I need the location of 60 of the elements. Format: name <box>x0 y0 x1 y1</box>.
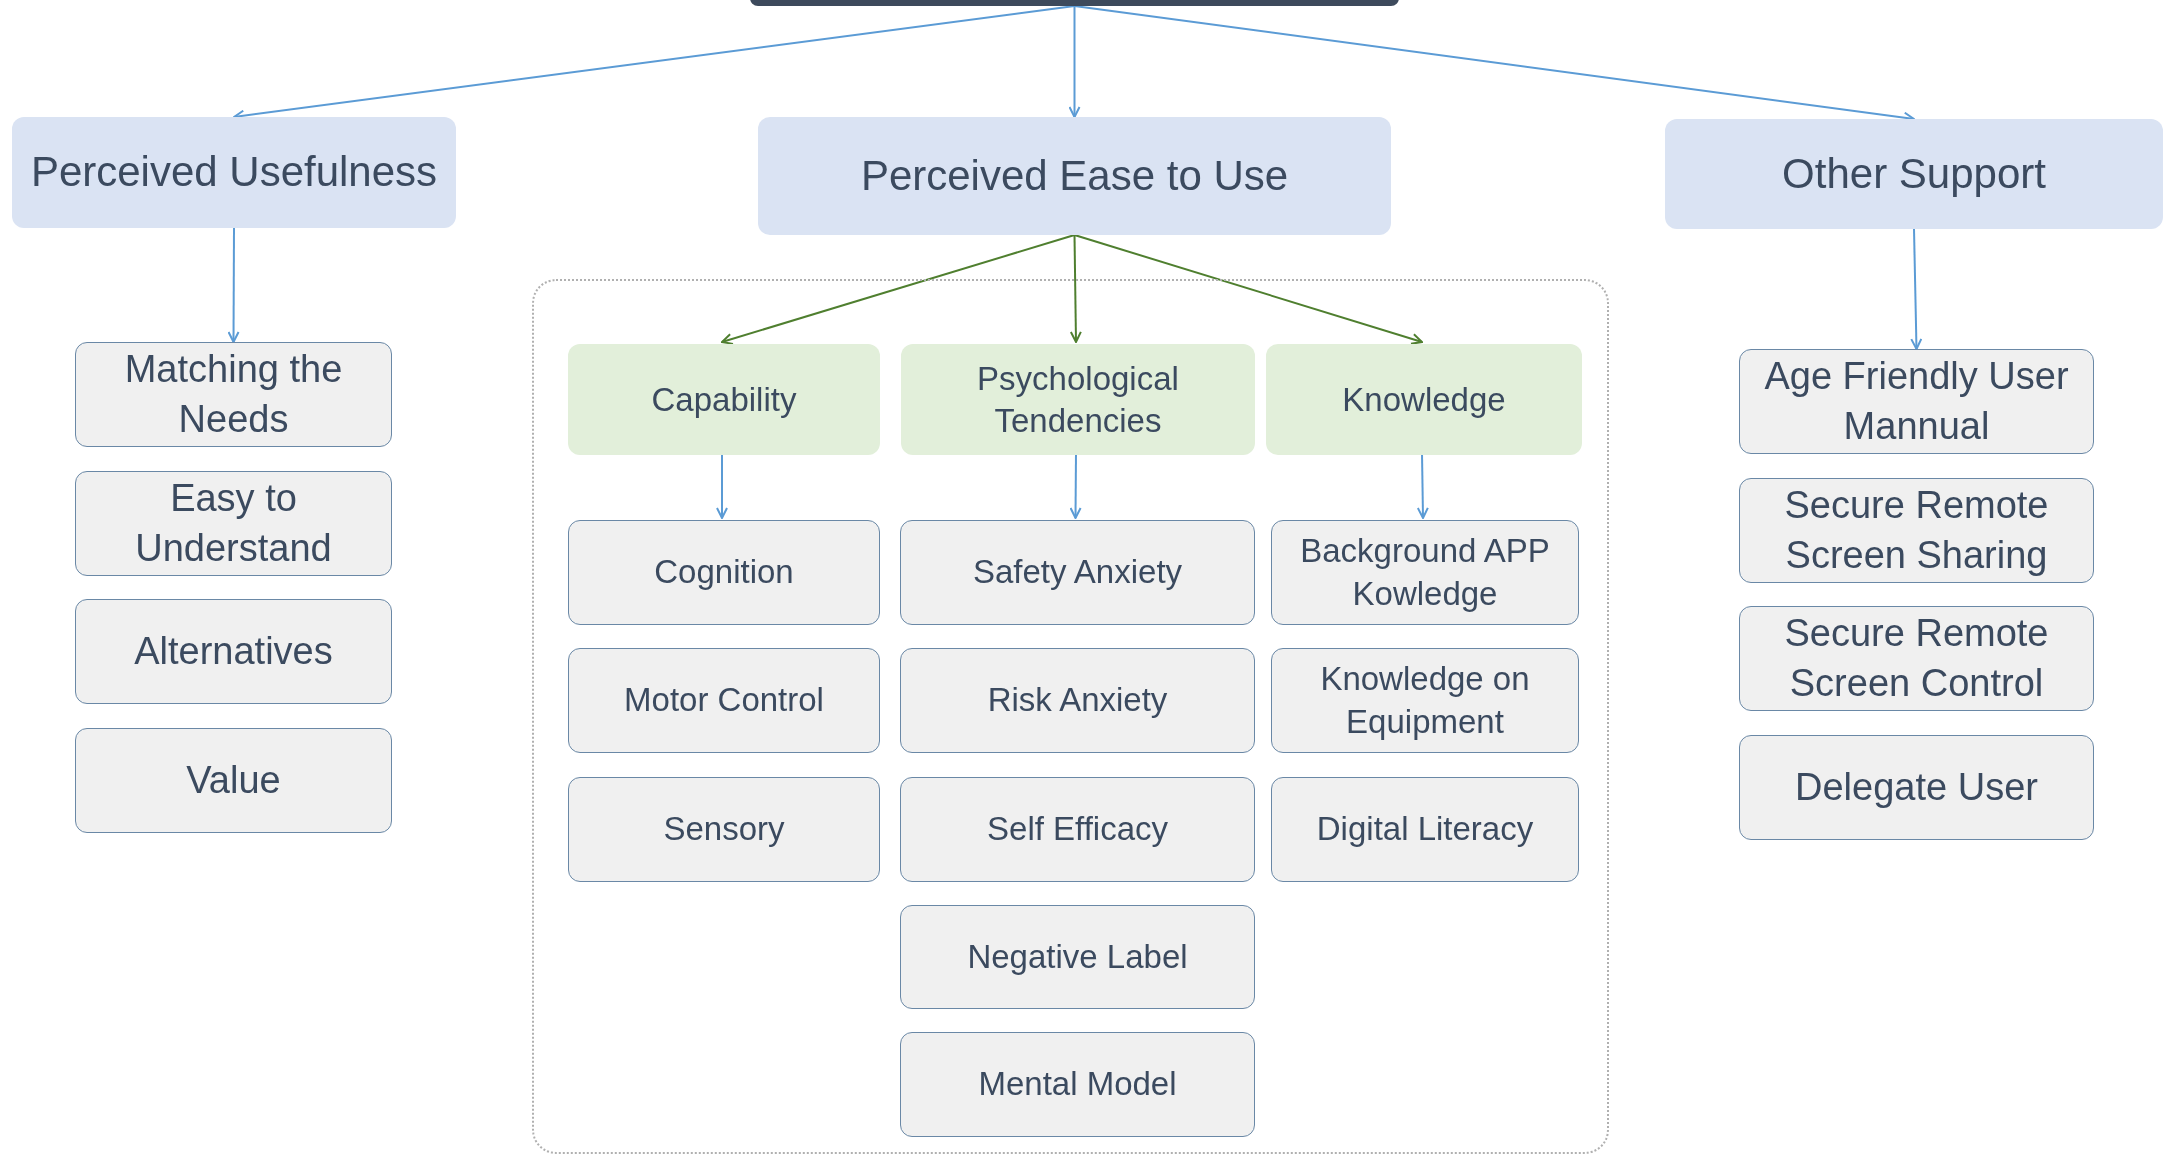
factor-box <box>75 728 392 833</box>
node-label: Safety Anxiety <box>972 552 1183 593</box>
category-box <box>12 117 456 228</box>
node-label: Self Efficacy <box>987 809 1168 850</box>
category-box <box>1665 119 2163 229</box>
arrow <box>1416 452 1429 519</box>
factor-box <box>1271 520 1579 625</box>
node-label: Background APP Kowledge <box>1299 530 1551 614</box>
factor-box <box>1739 606 2094 711</box>
arrow <box>1069 452 1082 519</box>
subcategory-box <box>901 344 1255 455</box>
factor-box <box>1739 478 2094 583</box>
node-label: Motor Control <box>624 680 824 721</box>
category-box <box>758 117 1391 235</box>
factor-box <box>1271 648 1579 753</box>
arrow <box>1910 228 1923 350</box>
node-label: Perceived Ease to Use <box>860 150 1289 201</box>
factor-box <box>900 1032 1255 1137</box>
node-label: Cognition <box>654 552 794 593</box>
factor-box <box>568 777 880 882</box>
arrow <box>1069 234 1082 343</box>
node-label: Other Support <box>1782 148 2046 199</box>
node-label: Age Friendly User Mannual <box>1763 354 2070 449</box>
node-label: Easy to Understand <box>134 476 333 571</box>
factor-box <box>900 520 1255 625</box>
arrow <box>721 234 1076 345</box>
node-label: Psychological Tendencies <box>976 359 1180 441</box>
factor-box <box>900 777 1255 882</box>
arrow <box>1068 5 1081 118</box>
node-label: Secure Remote Screen Sharing <box>1783 483 2050 578</box>
node-label: Mental Model <box>978 1064 1177 1105</box>
arrow <box>716 452 728 519</box>
arrow <box>227 227 240 343</box>
node-label: Alternatives <box>134 628 333 674</box>
factor-box <box>568 520 880 625</box>
node-label: Digital Literacy <box>1316 809 1534 850</box>
factor-box <box>1739 349 2094 454</box>
node-label: Sensory <box>663 809 785 850</box>
node-label: Perceived Usefulness <box>30 147 438 198</box>
node-label: Capability <box>651 379 797 420</box>
factor-box <box>75 471 392 576</box>
factor-box <box>1271 777 1579 882</box>
node-label: Risk Anxiety <box>987 680 1168 721</box>
factor-box <box>900 648 1255 753</box>
factor-box <box>900 905 1255 1009</box>
node-label: Delegate User <box>1795 764 2038 810</box>
factor-box <box>568 648 880 753</box>
node-label: Secure Remote Screen Control <box>1783 611 2050 706</box>
factor-box <box>75 342 392 447</box>
group-container <box>532 279 1609 1154</box>
factor-box <box>75 599 392 704</box>
arrow <box>1073 234 1423 345</box>
node-label: Value <box>186 757 281 803</box>
subcategory-box <box>568 344 880 455</box>
node-label: Knowledge <box>1342 379 1506 420</box>
subcategory-box <box>1266 344 1582 455</box>
node-label: Knowledge on Equipment <box>1319 658 1531 742</box>
factor-box <box>1739 735 2094 840</box>
node-label: Negative Label <box>967 936 1188 977</box>
node-label: Matching the Needs <box>123 347 344 442</box>
